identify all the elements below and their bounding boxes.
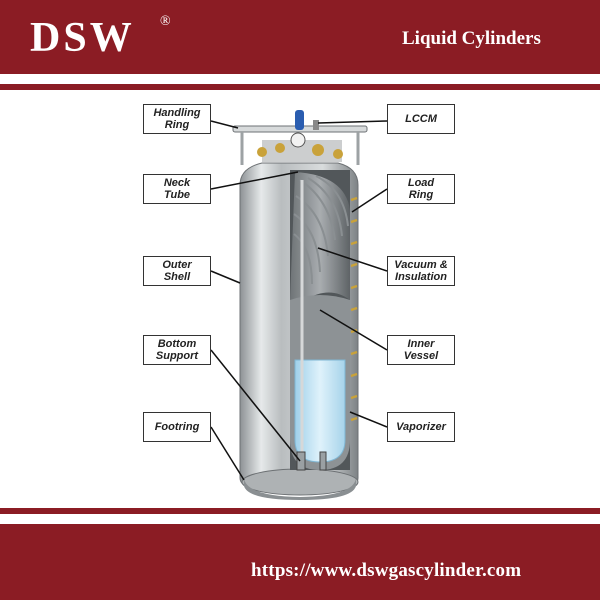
label-neck-tube: Neck Tube	[143, 174, 211, 204]
label-outer-shell: Outer Shell	[143, 256, 211, 286]
label-bottom-support: Bottom Support	[143, 335, 211, 365]
page-title: Liquid Cylinders	[402, 28, 541, 49]
header-band	[0, 0, 600, 74]
label-inner-vessel: Inner Vessel	[387, 335, 455, 365]
cutaway-interior	[290, 170, 350, 470]
label-footring: Footring	[143, 412, 211, 442]
label-lccm: LCCM	[387, 104, 455, 134]
website-url: https://www.dswgascylinder.com	[251, 560, 522, 581]
header-stripe	[0, 84, 600, 90]
logo: DSW	[30, 15, 135, 61]
valves	[257, 110, 343, 162]
label-vaporizer: Vaporizer	[387, 412, 455, 442]
label-load-ring: Load Ring	[387, 174, 455, 204]
bottom-support	[296, 451, 327, 471]
label-vacuum-insulation: Vacuum & Insulation	[387, 256, 455, 286]
label-handling-ring: Handling Ring	[143, 104, 211, 134]
leader-lines	[210, 120, 388, 481]
cylinder-diagram	[210, 110, 388, 500]
footer-stripe	[0, 508, 600, 514]
footer-band	[0, 524, 600, 600]
registered-mark: ®	[160, 14, 171, 29]
